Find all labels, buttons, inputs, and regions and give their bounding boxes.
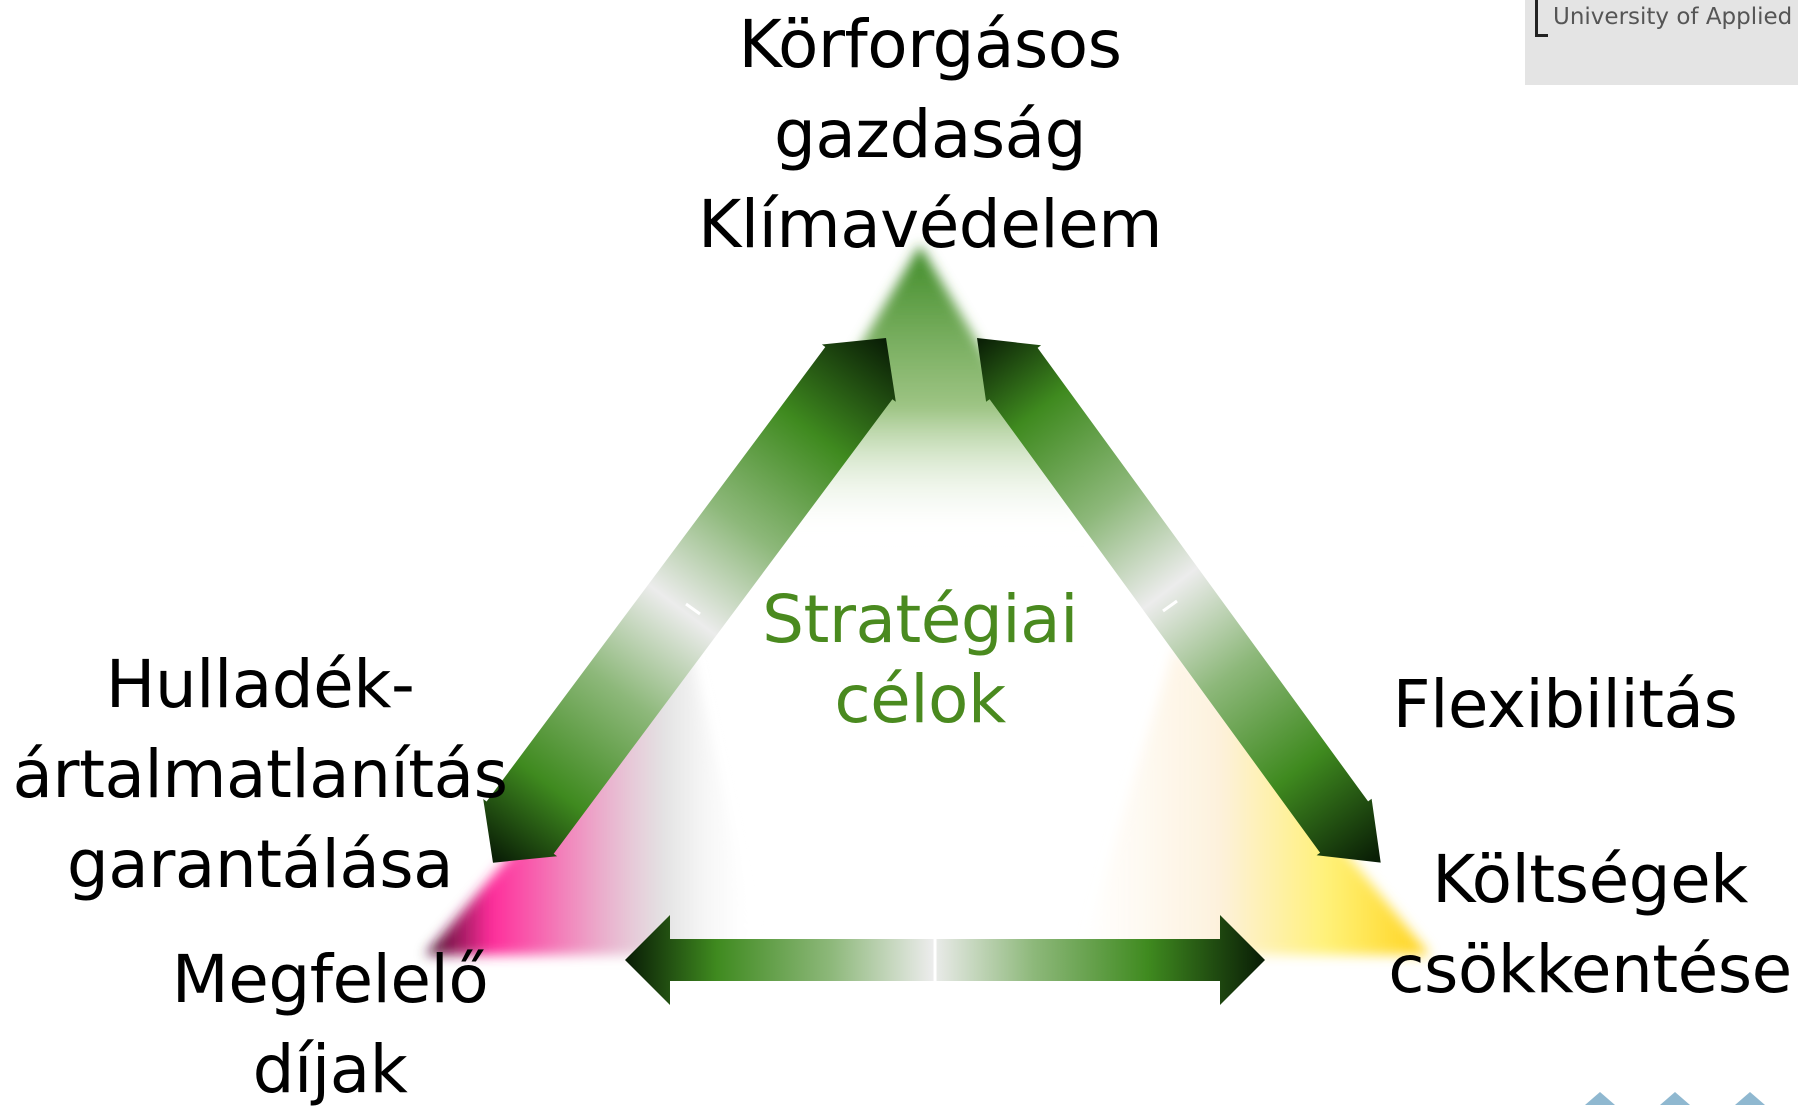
right-upper-line-1: Flexibilitás	[1392, 666, 1738, 743]
center-label-line-1: Stratégiai	[762, 581, 1078, 658]
center-label: Stratégiai célok	[700, 580, 1140, 740]
right-lower-line-2: csökkentése	[1388, 931, 1792, 1008]
top-vertex-label: Körforgásos gazdaság Klímavédelem	[620, 0, 1240, 270]
top-label-line-3: Klímavédelem	[697, 186, 1163, 263]
left-double-arrow	[483, 338, 896, 863]
bottom-left-upper-label: Hulladék- ártalmatlanítás garantálása	[0, 640, 520, 910]
right-vertex-fill	[1080, 645, 1430, 955]
right-lower-line-1: Költségek	[1432, 841, 1748, 918]
top-label-line-1: Körforgásos	[738, 6, 1122, 83]
logo-bracket-icon	[1535, 0, 1548, 37]
left-upper-line-2: ártalmatlanítás	[12, 736, 508, 813]
corner-diamond-decoration	[1585, 1092, 1765, 1105]
left-lower-line-2: díjak	[252, 1031, 408, 1108]
bottom-right-lower-label: Költségek csökkentése	[1380, 835, 1798, 1015]
left-lower-line-1: Megfelelő	[171, 941, 489, 1018]
left-upper-line-1: Hulladék-	[105, 646, 415, 723]
right-double-arrow	[977, 338, 1381, 863]
logo-text: University of Applied S	[1553, 4, 1798, 30]
bottom-left-lower-label: Megfelelő díjak	[150, 935, 510, 1115]
university-logo: University of Applied S	[1525, 0, 1798, 85]
bottom-double-arrow	[625, 915, 1265, 1005]
top-label-line-2: gazdaság	[773, 96, 1087, 173]
center-label-line-2: célok	[834, 661, 1006, 738]
bottom-right-upper-label: Flexibilitás	[1370, 660, 1760, 750]
left-upper-line-3: garantálása	[66, 826, 454, 903]
